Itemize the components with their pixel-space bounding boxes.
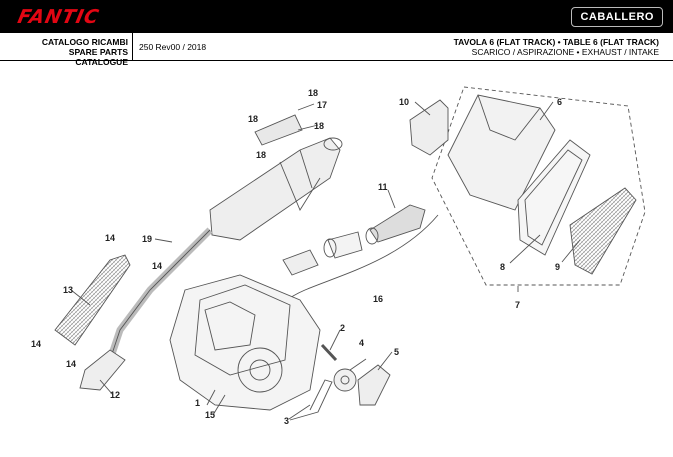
- engine-block: [169, 274, 321, 411]
- airbox-bracket: [409, 99, 449, 156]
- catalog-title-it: CATALOGO RICAMBI: [41, 37, 128, 47]
- table-title: TAVOLA 6 (FLAT TRACK) • TABLE 6 (FLAT TR…: [454, 37, 659, 57]
- callout-14: 14: [152, 261, 163, 271]
- shaft-pin: [320, 343, 338, 362]
- callout-5: 5: [394, 347, 400, 357]
- silencer: [209, 137, 341, 241]
- callout-14: 14: [31, 339, 42, 349]
- callout-9: 9: [555, 262, 561, 272]
- heat-shield-top: [254, 114, 303, 146]
- gear-lever: [289, 379, 333, 421]
- intake-rubber: [369, 204, 426, 243]
- callout-3: 3: [284, 416, 290, 426]
- model-badge: CABALLERO: [571, 7, 663, 27]
- callout-4: 4: [359, 338, 365, 348]
- callout-16: 16: [373, 294, 384, 304]
- callout-10: 10: [399, 97, 410, 107]
- callout-14: 14: [66, 359, 77, 369]
- sprocket-cover: [357, 364, 391, 406]
- air-filter-mesh: [569, 187, 637, 275]
- callout-17: 17: [317, 100, 328, 110]
- callout-18: 18: [308, 88, 319, 98]
- heat-shield-side: [54, 254, 131, 346]
- table-title-main: TAVOLA 6 (FLAT TRACK) • TABLE 6 (FLAT TR…: [453, 37, 659, 47]
- callout-18: 18: [248, 114, 259, 124]
- callout-18: 18: [256, 150, 267, 160]
- callout-11: 11: [378, 182, 388, 192]
- exhaust-bend: [79, 349, 126, 391]
- catalog-header: CATALOGO RICAMBI SPARE PARTS CATALOGUE 2…: [0, 33, 673, 67]
- table-subtitle: SCARICO / ASPIRAZIONE • EXHAUST / INTAKE: [471, 47, 659, 57]
- sprocket: [333, 368, 357, 392]
- header-divider: [132, 33, 133, 60]
- callout-2: 2: [340, 323, 346, 333]
- exploded-parts-diagram: [54, 86, 646, 421]
- callout-12: 12: [110, 390, 121, 400]
- callout-15: 15: [205, 410, 216, 420]
- callout-6: 6: [557, 97, 563, 107]
- callout-14: 14: [105, 233, 116, 243]
- airbox-assembly-outline: [431, 86, 646, 286]
- callout-1: 1: [195, 398, 201, 408]
- top-bar: FANTIC CABALLERO: [0, 0, 673, 33]
- callout-8: 8: [500, 262, 506, 272]
- air-filter-frame: [517, 139, 591, 256]
- callout-7: 7: [515, 300, 521, 310]
- callout-19: 19: [142, 234, 153, 244]
- brand-logo: FANTIC: [15, 6, 102, 28]
- callout-18: 18: [314, 121, 325, 131]
- revision-label: 250 Rev00 / 2018: [139, 42, 207, 52]
- catalog-title: CATALOGO RICAMBI SPARE PARTS CATALOGUE: [14, 37, 128, 67]
- callout-13: 13: [63, 285, 74, 295]
- throttle-body: [327, 231, 363, 259]
- catalog-title-en: SPARE PARTS CATALOGUE: [68, 47, 128, 67]
